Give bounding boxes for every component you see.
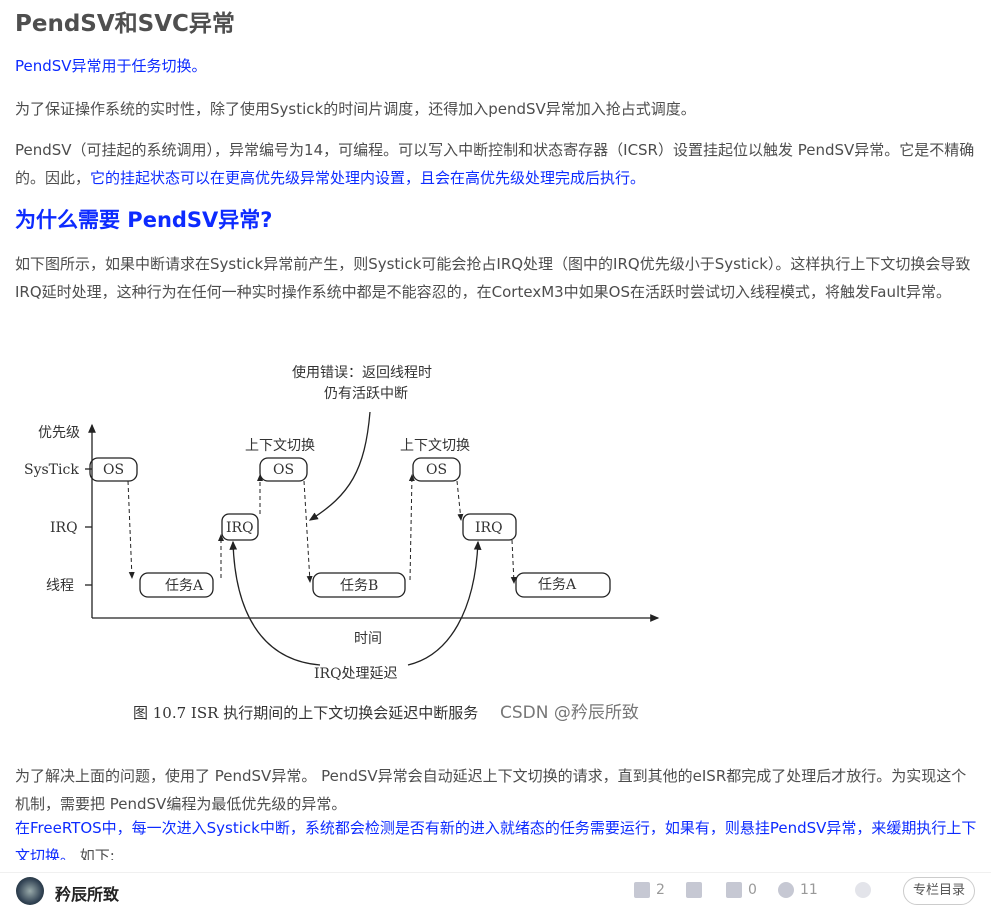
paragraph: 在FreeRTOS中，每一次进入Systick中断，系统都会检测是否有新的进入就… [15,814,980,860]
delay-arrow [229,540,321,666]
paragraph: 为了解决上面的问题，使用了 PendSV异常。 PendSV异常会自动延迟上下文… [15,767,967,813]
intro-paragraph: PendSV异常用于任务切换。 [15,57,207,75]
section-heading: 为什么需要 PendSV异常? [15,208,273,232]
thumbs-down-icon [686,882,702,898]
share-button[interactable] [855,882,871,898]
box-label: IRQ [226,520,254,536]
annotation: 上下文切换 [245,437,315,454]
highlight-text: 在FreeRTOS中，每一次进入Systick中断，系统都会检测是否有新的进入就… [15,819,977,860]
favorite-button[interactable]: 11 [778,882,818,898]
thumbs-up-icon [634,882,650,898]
box-label: 任务A [165,578,204,594]
paragraph: PendSV（可挂起的系统调用），异常编号为14，可编程。可以写入中断控制和状态… [15,136,980,192]
box-label: 任务A [538,577,577,593]
annotation: 使用错误：返回线程时 [292,364,432,381]
article-footer-bar: 矜辰所致 2 0 11 专栏目录 [0,872,991,907]
box-label: OS [273,462,294,478]
os-box [89,457,138,482]
share-icon [855,882,871,898]
box-label: OS [103,462,124,478]
comment-button[interactable]: 0 [726,882,757,898]
context-switch-diagram: 优先级 SysTick IRQ 线程 OS OS OS IRQ IRQ 任务A … [24,364,660,723]
annotation: 仍有活跃中断 [324,386,408,402]
like-button[interactable]: 2 [634,882,665,898]
favorite-count: 11 [800,882,818,898]
like-count: 2 [656,882,665,898]
annotation: 上下文切换 [400,437,470,454]
comment-count: 0 [748,882,757,898]
star-icon [778,882,794,898]
os-box [259,457,308,482]
watermark: CSDN @矜辰所致 [500,703,639,723]
delay-arrow [407,540,482,666]
task-b-box [312,572,406,598]
column-toc-button[interactable]: 专栏目录 [903,877,975,905]
paragraph-text: PendSV（可挂起的系统调用），异常编号为14，可编程。可以写入中断控制和状态… [15,141,975,187]
task-a-box [515,572,611,598]
page-title: PendSV和SVC异常 [15,11,235,37]
error-arrow [308,411,371,521]
author-name[interactable]: 矜辰所致 [55,885,120,904]
os-box [412,457,461,482]
level-label: IRQ [50,520,78,536]
paragraph: 为了保证操作系统的实时性，除了使用Systick的时间片调度，还得加入pendS… [15,100,696,118]
comment-icon [726,882,742,898]
highlight-text: 它的挂起状态可以在更高优先级异常处理内设置，且会在高优先级处理完成后执行。 [90,169,646,187]
y-axis-label: 优先级 [38,425,80,441]
irq-box [221,513,259,541]
level-label: SysTick [24,462,79,478]
level-label: 线程 [46,578,74,594]
x-axis-label: 时间 [354,631,382,647]
irq-box [462,513,517,541]
figure-caption: 图 10.7 ISR 执行期间的上下文切换会延迟中断服务 [133,704,478,722]
task-a-box [139,572,214,598]
box-label: 任务B [340,578,378,594]
paragraph-text: 如下: [79,847,115,860]
box-label: OS [426,462,447,478]
paragraph: 如下图所示，如果中断请求在Systick异常前产生，则Systick可能会抢占I… [15,255,971,301]
avatar[interactable] [16,877,44,905]
annotation: IRQ处理延迟 [314,666,398,682]
box-label: IRQ [475,520,503,536]
dislike-button[interactable] [686,882,702,898]
